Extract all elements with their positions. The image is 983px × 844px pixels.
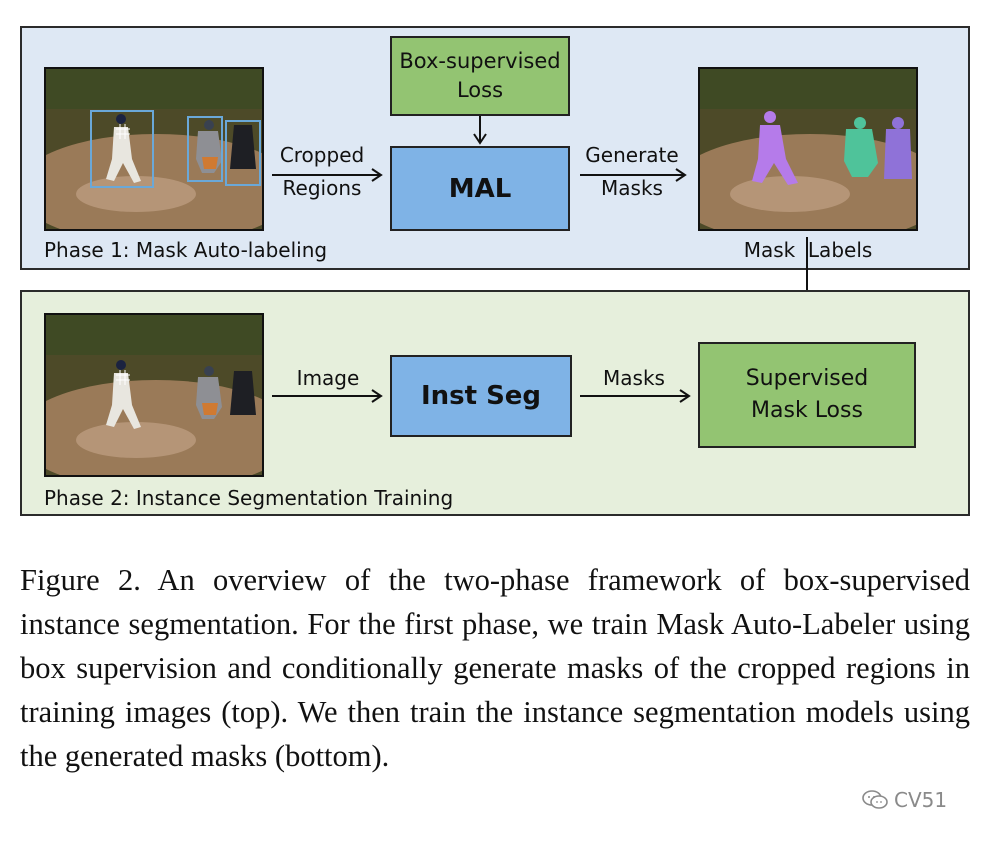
phase1-label: Phase 1: Mask Auto-labeling [44,238,328,262]
catcher-figure [196,120,222,173]
generate-masks-line2: Masks [601,176,663,200]
cropped-regions-label: Cropped Regions [270,143,374,201]
supervised-mask-loss-line2: Mask Loss [751,398,863,423]
mask-batter [752,111,798,185]
wechat-icon [862,790,888,809]
mask-catcher [844,117,878,177]
batter-figure [106,114,141,183]
generate-masks-line1: Generate [585,143,679,167]
grid-overlay [116,124,130,139]
arrow-image-to-instseg [272,389,383,403]
box-supervised-loss-box: Box-supervised Loss [390,36,570,116]
generate-masks-label: Generate Masks [578,143,686,201]
batter-figure [106,360,141,429]
image-label: Image [296,366,360,390]
watermark: CV51 [862,788,947,812]
phase1-input-image [44,67,264,231]
mask-labels-label: Mask Labels [743,238,873,262]
supervised-mask-loss-line1: Supervised [745,366,869,392]
bounding-box-umpire [225,120,261,186]
phase1-mask-image [698,67,918,231]
arrow-loss-to-mal [473,116,487,145]
cropped-regions-line1: Cropped [279,143,365,167]
phase2-label: Phase 2: Instance Segmentation Training [44,486,454,510]
mal-box: MAL [390,146,570,231]
bounding-box-catcher [187,116,223,182]
inst-seg-box: Inst Seg [390,355,572,437]
umpire-figure [230,125,256,169]
cropped-regions-line2: Regions [282,176,362,200]
phase2-input-image [44,313,264,477]
box-supervised-loss-line2: Loss [456,78,504,102]
arrow-mal-to-masks [580,168,687,182]
umpire-figure [230,371,256,415]
grid-overlay [116,370,130,385]
bounding-box-batter [90,110,154,188]
catcher-figure [196,366,222,419]
watermark-text: CV51 [894,788,948,812]
masks-label: Masks [603,366,665,390]
figure-caption: Figure 2. An overview of the two-phase f… [20,563,970,773]
mask-umpire [884,117,912,179]
arrow-instseg-to-loss [580,389,691,403]
supervised-mask-loss-box: Supervised Mask Loss [698,342,916,448]
box-supervised-loss-line1: Box-supervised [399,48,561,73]
arrow-cropped-to-mal [272,168,383,182]
